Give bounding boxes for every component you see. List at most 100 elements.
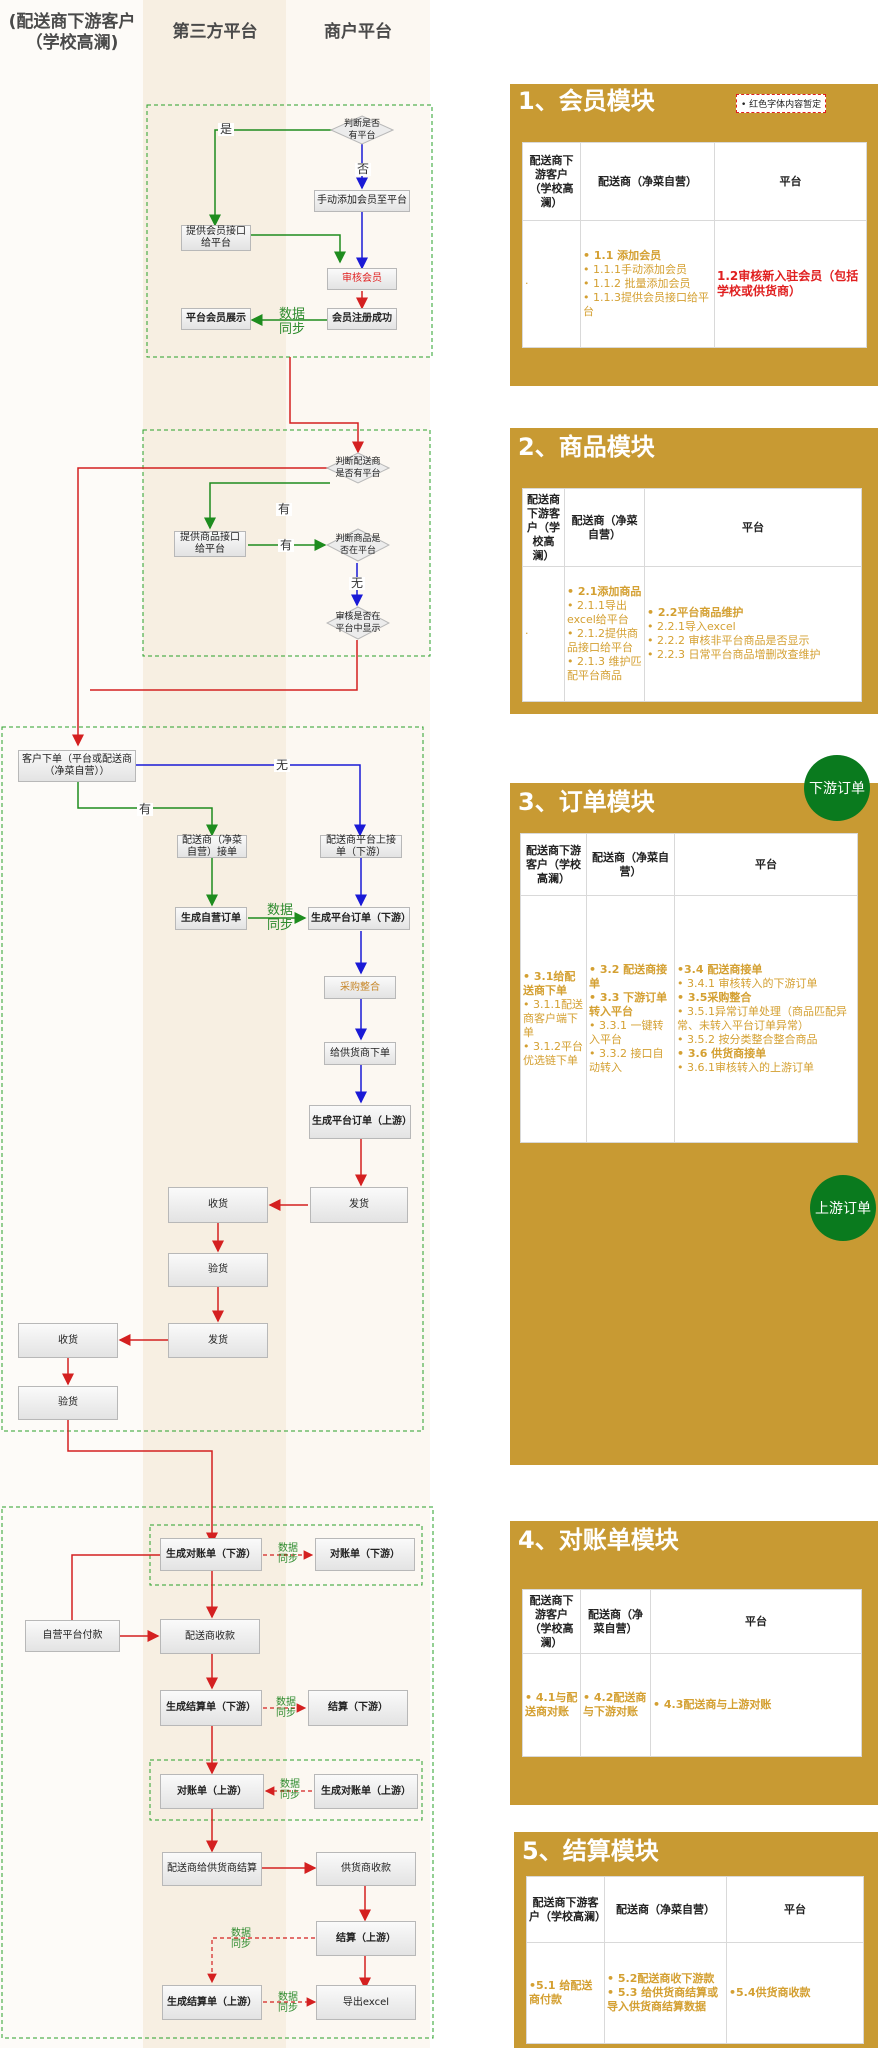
node-pay-supplier: 配送商给供货商结算 bbox=[162, 1852, 262, 1886]
diamond-review-show: 审核是否在平台中显示 bbox=[326, 606, 390, 640]
node-gen-platform-order-up: 生成平台订单（上游） bbox=[309, 1105, 412, 1139]
cell-customer: • 3.1给配送商下单 • 3.1.1配送商客户端下单 • 3.1.2平台优选链… bbox=[520, 895, 587, 1143]
node-supplier-receive: 供货商收款 bbox=[316, 1852, 416, 1886]
group-settle-box bbox=[1, 1506, 434, 2039]
header-customer: 配送商下游客户（学校高澜） bbox=[522, 488, 565, 567]
table-order: 配送商下游客户（学校高澜） 配送商（净菜自营） 平台 • 3.1给配送商下单 •… bbox=[520, 833, 858, 1143]
node-provide-member-api: 提供会员接口给平台 bbox=[181, 225, 251, 251]
diamond-judge-platform: 判断是否有平台 bbox=[330, 115, 394, 145]
lane-header-merchant: 商户平台 bbox=[324, 22, 392, 42]
line: • 3.1.2平台优选链下单 bbox=[523, 1040, 583, 1067]
node-gen-recon-up: 生成对账单（上游） bbox=[314, 1774, 418, 1809]
panel-member-module: 1、会员模块 • 红色字体内容暂定 配送商下游客户（学校高澜） 配送商（净菜自营… bbox=[510, 84, 878, 386]
table-goods: 配送商下游客户（学校高澜） 配送商（净菜自营） 平台 · • 2.1添加商品 •… bbox=[522, 488, 862, 702]
line: • 2.1添加商品 bbox=[567, 585, 642, 598]
node-recon-down: 对账单（下游） bbox=[315, 1538, 415, 1571]
lane-customer-bg bbox=[0, 0, 143, 2048]
node-receive-third: 收货 bbox=[168, 1187, 268, 1223]
label-settle-sync-2: 数据同步 bbox=[276, 1697, 296, 1719]
node-member-registered: 会员注册成功 bbox=[327, 308, 397, 330]
label-none-order: 无 bbox=[274, 758, 291, 772]
diamond-label: 判断商品是否在平台 bbox=[335, 534, 381, 556]
line: • 2.1.3 维护匹配平台商品 bbox=[567, 655, 642, 682]
group-recon-up-box bbox=[149, 1759, 423, 1821]
node-review-member: 审核会员 bbox=[327, 268, 397, 290]
label-none-goods: 无 bbox=[349, 576, 366, 590]
header-distributor: 配送商（净菜自营） bbox=[564, 488, 645, 567]
line: • 2.2.3 日常平台商品增删改查维护 bbox=[647, 648, 821, 661]
label-settle-sync-4: 数据同步 bbox=[231, 1928, 251, 1950]
node-check-customer: 验货 bbox=[18, 1386, 118, 1420]
node-distributor-receive: 配送商收款 bbox=[160, 1619, 260, 1654]
badge-upstream-order: 上游订单 bbox=[810, 1175, 876, 1241]
cell-distributor: • 5.2配送商收下游款 • 5.3 给供货商结算或导入供货商结算数据 bbox=[604, 1942, 727, 2044]
cell-platform: •5.4供货商收款 bbox=[726, 1942, 864, 2044]
node-gen-settle-up: 生成结算单（上游） bbox=[162, 1985, 262, 2020]
header-distributor: 配送商（净菜自营） bbox=[580, 1589, 651, 1654]
panel-reconciliation-module: 4、对账单模块 配送商下游客户（学校高澜） 配送商（净菜自营） 平台 • 4.1… bbox=[510, 1521, 878, 1805]
header-platform: 平台 bbox=[674, 833, 858, 896]
header-platform: 平台 bbox=[726, 1876, 864, 1943]
cell-platform: •3.4 配送商接单 • 3.4.1 审核转入的下游订单 • 3.5采购整合 •… bbox=[674, 895, 858, 1143]
line: •3.4 配送商接单 bbox=[677, 963, 763, 976]
cell-distributor: • 4.2配送商与下游对账 bbox=[580, 1653, 651, 1757]
line: • 3.6 供货商接单 bbox=[677, 1047, 767, 1060]
cell-distributor: • 1.1 添加会员 • 1.1.1手动添加会员 • 1.1.2 批量添加会员 … bbox=[580, 220, 715, 348]
label-settle-sync-1: 数据同步 bbox=[278, 1543, 298, 1565]
line: • 2.2.2 审核非平台商品是否显示 bbox=[647, 634, 810, 647]
panel-title: 3、订单模块 bbox=[518, 788, 655, 816]
header-distributor: 配送商（净菜自营） bbox=[586, 833, 675, 896]
node-check-third: 验货 bbox=[168, 1253, 268, 1287]
header-customer: 配送商下游客户（学校高澜） bbox=[522, 1589, 581, 1654]
lane-header-third: 第三方平台 bbox=[172, 22, 258, 42]
cell-distributor: • 2.1添加商品 • 2.1.1导出excel给平台 • 2.1.2提供商品接… bbox=[564, 566, 645, 702]
cell-distributor: • 3.2 配送商接单 • 3.3 下游订单转入平台 • 3.3.1 一键转入平… bbox=[586, 895, 675, 1143]
node-settle-up: 结算（上游） bbox=[316, 1921, 416, 1956]
note-red-text-tentative: • 红色字体内容暂定 bbox=[736, 94, 827, 113]
table-settlement: 配送商下游客户（学校高澜） 配送商（净菜自营） 平台 •5.1 给配送商付款 •… bbox=[526, 1876, 864, 2044]
diamond-label: 审核是否在平台中显示 bbox=[335, 612, 381, 634]
header-distributor: 配送商（净菜自营） bbox=[604, 1876, 727, 1943]
node-ship-merchant: 发货 bbox=[310, 1187, 408, 1223]
line: • 2.2平台商品维护 bbox=[647, 606, 744, 619]
panel-settlement-module: 5、结算模块 配送商下游客户（学校高澜） 配送商（净菜自营） 平台 •5.1 给… bbox=[514, 1832, 878, 2048]
cell-customer: · bbox=[522, 566, 565, 702]
diamond-label: 判断配送商是否有平台 bbox=[335, 457, 381, 479]
header-customer: 配送商下游客户（学校高澜） bbox=[522, 142, 581, 221]
panel-order-module: 3、订单模块 配送商下游客户（学校高澜） 配送商（净菜自营） 平台 • 3.1给… bbox=[510, 783, 878, 1465]
header-customer: 配送商下游客户（学校高澜） bbox=[520, 833, 587, 896]
header-platform: 平台 bbox=[714, 142, 867, 221]
cell-customer: • 4.1与配送商对账 bbox=[522, 1653, 581, 1757]
badge-downstream-order: 下游订单 bbox=[804, 755, 870, 821]
label-yes-distributor: 有 bbox=[276, 502, 293, 516]
line: • 3.6.1审核转入的上游订单 bbox=[677, 1061, 814, 1074]
line: • 3.3.1 一键转入平台 bbox=[589, 1019, 664, 1046]
node-gen-self-order: 生成自营订单 bbox=[175, 907, 247, 930]
node-purchase-merge: 采购整合 bbox=[324, 976, 396, 999]
line: • 5.2配送商收下游款 bbox=[607, 1972, 715, 1985]
label-settle-sync-3: 数据同步 bbox=[280, 1779, 300, 1801]
label-yes-goods: 有 bbox=[278, 538, 295, 552]
label-data-sync: 数据同步 bbox=[279, 307, 306, 337]
node-ship-third: 发货 bbox=[168, 1323, 268, 1358]
line: • 3.3 下游订单转入平台 bbox=[589, 991, 668, 1018]
node-settle-down: 结算（下游） bbox=[308, 1690, 408, 1726]
line: • 3.5采购整合 bbox=[677, 991, 752, 1004]
node-gen-recon-down: 生成对账单（下游） bbox=[160, 1538, 262, 1571]
diamond-judge-distributor: 判断配送商是否有平台 bbox=[326, 452, 390, 484]
tentative-text: 1.2审核新入驻会员（包括学校或供货商） bbox=[717, 269, 859, 298]
line: • 1.1.3提供会员接口给平台 bbox=[583, 291, 709, 318]
cell-customer: · bbox=[522, 220, 581, 348]
line: • 3.1给配送商下单 bbox=[523, 970, 576, 997]
line: • 3.2 配送商接单 bbox=[589, 963, 668, 990]
cell-platform: • 2.2平台商品维护 • 2.2.1导入excel • 2.2.2 审核非平台… bbox=[644, 566, 862, 702]
panel-title: 4、对账单模块 bbox=[518, 1526, 679, 1554]
node-platform-accept-order: 配送商平台上接单（下游） bbox=[320, 835, 402, 858]
panel-title: 1、会员模块 bbox=[518, 87, 655, 115]
node-platform-member-show: 平台会员展示 bbox=[181, 308, 251, 330]
table-member: 配送商下游客户（学校高澜） 配送商（净菜自营） 平台 · • 1.1 添加会员 … bbox=[522, 142, 867, 348]
header-platform: 平台 bbox=[650, 1589, 862, 1654]
node-recon-up: 对账单（上游） bbox=[160, 1774, 264, 1809]
line: • 1.1.2 批量添加会员 bbox=[583, 277, 691, 290]
lane-header-customer: (配送商下游客户（学校高澜) bbox=[8, 12, 136, 53]
